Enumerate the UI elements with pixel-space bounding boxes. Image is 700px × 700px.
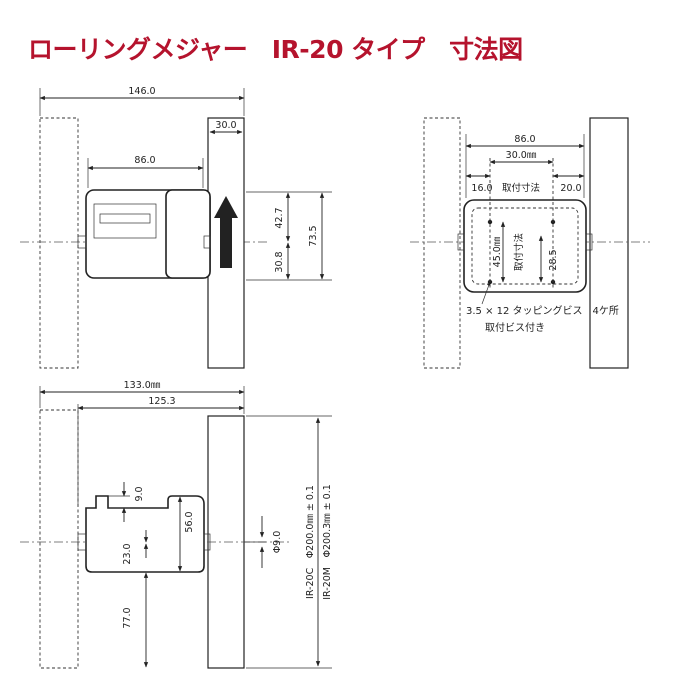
mount-hole xyxy=(487,219,493,225)
front-counter-slot xyxy=(99,213,151,224)
side-top-step: 9.0 xyxy=(134,486,145,501)
front-overall-width: 146.0 xyxy=(128,86,155,97)
rear-measure-body xyxy=(463,199,587,293)
rear-mount-plate-outline xyxy=(471,207,579,285)
front-upper-height: 42.7 xyxy=(274,207,285,228)
side-overall-width: 133.0㎜ xyxy=(124,380,161,391)
side-inner-width: 125.3 xyxy=(148,396,175,407)
side-view: 133.0㎜ 125.3 9.0 56.0 23.0 77.0 Φ9.0 IR-… xyxy=(20,380,333,669)
side-lower-offset: 23.0 xyxy=(122,543,133,564)
front-right-shaft xyxy=(203,235,211,249)
rear-hole-pitch-y-label: 取付寸法 xyxy=(513,233,525,271)
side-measure-body xyxy=(85,495,205,573)
front-lower-height: 30.8 xyxy=(274,251,285,272)
rear-view: 86.0 30.0㎜ 16.0 取付寸法 20.0 45.0㎜ 取付寸法 28.… xyxy=(410,117,650,369)
rear-body-width: 86.0 xyxy=(514,134,535,145)
mount-hole xyxy=(550,219,556,225)
rear-right-shaft xyxy=(585,233,593,251)
side-shaft-diameter: Φ9.0 xyxy=(272,531,283,554)
front-left-shaft xyxy=(77,235,87,249)
page-title: ローリングメジャー IR-20 タイプ 寸法図 xyxy=(28,35,523,64)
side-body-height: 56.0 xyxy=(184,511,195,532)
rear-hole-pitch-x: 30.0㎜ xyxy=(506,150,537,161)
screw-note-included: 取付ビス付き xyxy=(485,321,545,334)
circumference-ir20m: IR-20M Φ200.3㎜ ± 0.1 xyxy=(322,484,333,600)
rear-left-shaft xyxy=(457,233,465,251)
front-display-window xyxy=(93,203,157,239)
rear-mount-label: 取付寸法 xyxy=(502,182,540,194)
rear-hole-pitch-y: 45.0㎜ xyxy=(492,236,503,267)
rear-left-offset: 16.0 xyxy=(471,183,492,194)
rear-hole-pitch-y-right: 28.5 xyxy=(548,249,559,270)
feed-direction-arrow-icon xyxy=(214,196,238,268)
front-body-width: 86.0 xyxy=(134,155,155,166)
front-left-post-outline xyxy=(39,117,79,369)
front-post-width: 30.0 xyxy=(215,120,236,131)
rear-measured-post xyxy=(589,117,629,369)
side-left-shaft xyxy=(77,533,87,551)
front-total-height: 73.5 xyxy=(308,225,319,246)
side-left-post-outline xyxy=(39,409,79,669)
rear-left-post-outline xyxy=(423,117,461,369)
circumference-ir20c: IR-20C Φ200.0㎜ ± 0.1 xyxy=(305,485,316,599)
front-measure-wheel-cover xyxy=(165,189,211,279)
front-view: 146.0 30.0 86.0 42.7 30.8 73.5 xyxy=(20,86,332,369)
side-bottom-height: 77.0 xyxy=(122,607,133,628)
screw-note: 3.5 × 12 タッピングビス 4ケ所 xyxy=(466,304,619,317)
rear-right-offset: 20.0 xyxy=(560,183,581,194)
side-right-shaft xyxy=(203,533,211,551)
